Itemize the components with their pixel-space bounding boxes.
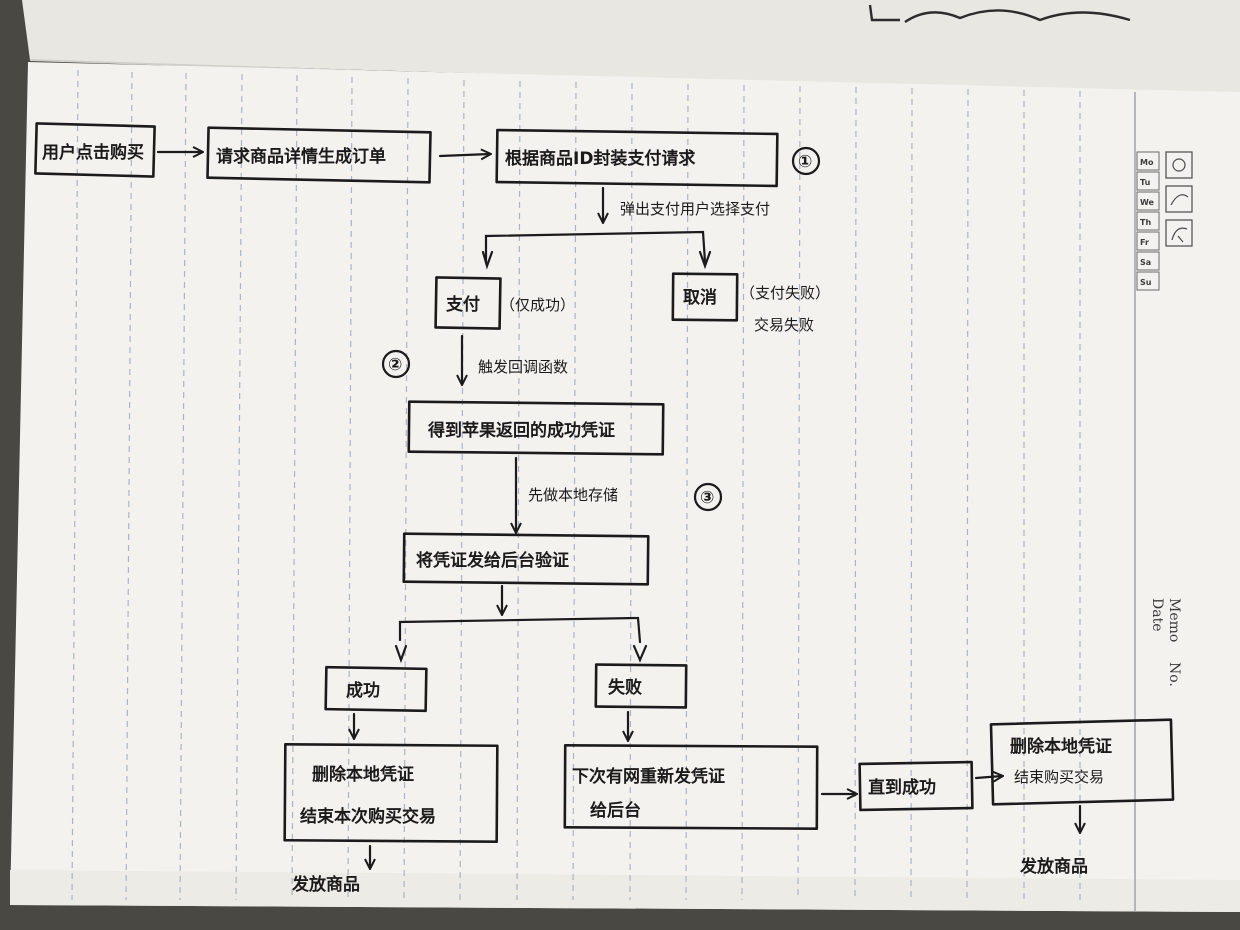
weather-icons xyxy=(1165,151,1193,247)
node-end-2: 结束购买交易 xyxy=(1014,768,1104,786)
weekday-th: Th xyxy=(1140,218,1151,227)
edge-split-pay-cancel xyxy=(484,230,707,264)
step-number-1: ① xyxy=(798,152,812,172)
node-box-delete-2 xyxy=(989,718,1175,806)
node-box-request-order xyxy=(206,126,432,184)
node-box-resend xyxy=(563,744,819,830)
step-number-2: ② xyxy=(388,355,402,375)
no-label: No. xyxy=(1166,662,1182,687)
rule-lines xyxy=(71,69,1081,901)
edge-label-local-store: 先做本地存储 xyxy=(528,486,618,504)
node-box-cancel xyxy=(671,272,739,322)
step-number-3: ③ xyxy=(700,488,714,508)
node-box-success xyxy=(324,665,428,713)
node-resend-2: 给后台 xyxy=(590,800,641,821)
node-fail: 失败 xyxy=(608,677,642,698)
edge-label-popup: 弹出支付用户选择支付 xyxy=(620,200,770,218)
weekday-tu: Tu xyxy=(1140,178,1151,187)
weekday-we: We xyxy=(1140,198,1155,207)
node-verify: 将凭证发给后台验证 xyxy=(416,550,569,571)
step-circle-1 xyxy=(791,146,821,176)
node-receipt: 得到苹果返回的成功凭证 xyxy=(427,420,615,441)
date-label: Date xyxy=(1149,598,1165,631)
node-request-order: 请求商品详情生成订单 xyxy=(216,146,386,167)
node-delete-1: 删除本地凭证 xyxy=(312,764,414,785)
node-pay-note: （仅成功） xyxy=(500,296,575,314)
edge-label-callback: 触发回调函数 xyxy=(478,358,568,376)
node-end-1: 结束本次购买交易 xyxy=(300,806,436,827)
weekday-grid xyxy=(1136,151,1160,291)
edge-order-to-payrequest xyxy=(438,154,490,156)
node-resend-1: 下次有网重新发凭证 xyxy=(572,766,725,787)
node-delete-2: 删除本地凭证 xyxy=(1010,736,1112,757)
edge-split-success-fail xyxy=(398,616,642,644)
node-box-user-buy xyxy=(34,122,156,178)
node-cancel: 取消 xyxy=(683,287,717,308)
node-cancel-note-1: （支付失败） xyxy=(740,284,830,302)
node-box-delete-1 xyxy=(283,742,499,844)
weekday-su: Su xyxy=(1140,278,1152,287)
node-box-verify xyxy=(402,532,650,586)
node-box-until-success xyxy=(858,760,974,812)
memo-label: Memo xyxy=(1166,598,1182,642)
weekday-mo: Mo xyxy=(1140,158,1154,167)
node-pay-request: 根据商品ID封装支付请求 xyxy=(505,148,695,169)
node-box-fail xyxy=(594,663,688,709)
node-user-buy: 用户点击购买 xyxy=(42,142,144,163)
weekday-fr: Fr xyxy=(1140,238,1149,247)
edge-until-to-delete2 xyxy=(974,776,1002,778)
step-circle-2 xyxy=(381,349,411,379)
step-circle-3 xyxy=(693,482,723,512)
node-box-pay xyxy=(434,276,502,330)
node-box-receipt xyxy=(407,400,665,456)
node-box-pay-request xyxy=(495,128,779,188)
weekday-sa: Sa xyxy=(1140,258,1151,267)
node-success: 成功 xyxy=(346,680,380,701)
node-until-success: 直到成功 xyxy=(868,777,936,798)
node-deliver-2: 发放商品 xyxy=(1019,856,1088,877)
node-pay: 支付 xyxy=(446,294,480,315)
node-deliver-1: 发放商品 xyxy=(291,874,360,895)
node-cancel-note-2: 交易失败 xyxy=(754,316,814,334)
